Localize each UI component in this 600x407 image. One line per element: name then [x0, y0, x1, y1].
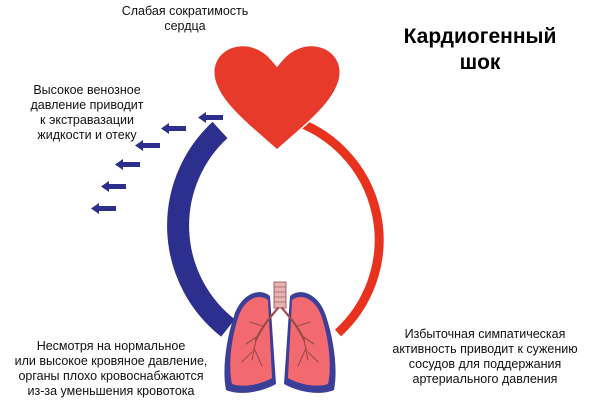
- arterial-circulation-arc: [290, 115, 384, 337]
- arrow-left-icon: [115, 159, 140, 170]
- arrow-left-icon: [135, 140, 160, 151]
- venous-pressure-label: Высокое венозное давление приводит к экс…: [30, 83, 144, 142]
- diagram-title: Кардиогенный шок: [380, 24, 580, 76]
- sympathetic-activity-label: Избыточная симпатическая активность прив…: [392, 327, 578, 386]
- organ-perfusion-label: Несмотря на нормальное или высокое кровя…: [14, 339, 208, 398]
- lungs-icon: [224, 281, 336, 393]
- title-line-1: Кардиогенный: [403, 25, 557, 48]
- title-line-2: шок: [459, 51, 501, 74]
- arrow-left-icon: [91, 203, 116, 214]
- heart-icon: [213, 44, 341, 152]
- arrow-left-icon: [161, 123, 186, 134]
- arrow-left-icon: [198, 112, 223, 123]
- arrow-left-icon: [101, 181, 126, 192]
- heart-label: Слабая сократимость сердца: [121, 4, 249, 33]
- venous-circulation-arc: [167, 121, 235, 337]
- extravasation-arrows: [91, 112, 223, 214]
